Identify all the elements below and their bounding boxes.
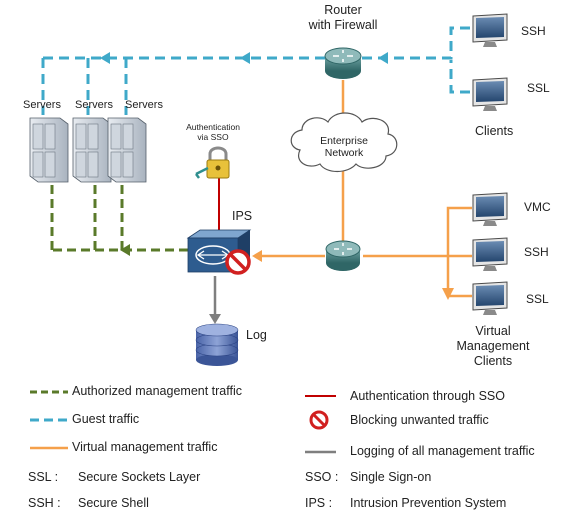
vm-ssh-label: SSH: [524, 245, 549, 259]
router-icon: [325, 240, 361, 271]
abbreviation-key: SSO :: [305, 470, 339, 484]
server-icon: [72, 117, 112, 183]
monitor-icons: [472, 13, 508, 315]
abbreviation-ssl: SSL : Secure Sockets Layer: [28, 470, 258, 486]
abbreviation-ips: IPS : Intrusion Prevention System: [305, 496, 560, 512]
abbreviation-key: SSL :: [28, 470, 59, 484]
cloud-icon: [290, 112, 398, 173]
clients-label: Clients: [475, 124, 514, 138]
abbreviation-ssh: SSH : Secure Shell: [28, 496, 258, 512]
server-icons: [29, 117, 147, 183]
legend-virtual-text: Virtual management traffic: [72, 440, 218, 454]
legend-guest-text: Guest traffic: [72, 412, 140, 426]
abbreviation-key: SSH :: [28, 496, 61, 510]
authorized-arrowhead: [120, 244, 130, 256]
abbreviation-value: Secure Sockets Layer: [78, 470, 201, 484]
legend-authorized-text: Authorized management traffic: [72, 384, 243, 398]
monitor-icon: [472, 237, 508, 271]
abbreviation-value: Single Sign-on: [350, 470, 432, 484]
server-label: Servers: [125, 99, 163, 111]
server-label: Servers: [75, 99, 113, 111]
enterprise-network-label: Enterprise Network: [320, 135, 368, 159]
authorized-traffic-lines: [50, 185, 188, 252]
block-icon: [225, 249, 251, 275]
database-icon: [195, 323, 239, 366]
server-icon: [107, 117, 147, 183]
logging-arrowhead: [209, 314, 221, 324]
ips-label: IPS: [232, 209, 253, 223]
legend-block-icon: [309, 410, 329, 430]
abbreviation-sso: SSO : Single Sign-on: [305, 470, 555, 486]
abbreviation-value: Secure Shell: [78, 496, 149, 510]
lock-icon: [195, 146, 230, 179]
monitor-icon: [472, 77, 508, 111]
vmc-label: VMC: [524, 200, 551, 214]
monitor-icon: [472, 281, 508, 315]
router-firewall-icon: [324, 47, 362, 79]
server-label: Servers: [23, 99, 61, 111]
guest-line-ssh: [350, 26, 470, 60]
legend-logging-text: Logging of all management traffic: [350, 444, 535, 458]
monitor-icon: [472, 192, 508, 226]
router-label: Router with Firewall: [308, 3, 378, 32]
client-ssl-label: SSL: [527, 81, 550, 95]
virtual-arrowheads: [252, 250, 454, 300]
legend-auth-text: Authentication through SSO: [350, 389, 505, 403]
legend-symbols: [30, 390, 336, 454]
log-label: Log: [246, 328, 267, 342]
legend-block-text: Blocking unwanted traffic: [350, 413, 489, 427]
vm-ssl-label: SSL: [526, 292, 549, 306]
monitor-icon: [472, 13, 508, 47]
virtual-traffic-lines: [255, 80, 472, 298]
abbreviation-value: Intrusion Prevention System: [350, 496, 507, 510]
guest-arrowheads: [100, 52, 388, 64]
guest-traffic-lines: [41, 26, 470, 115]
virtual-line-clients: [363, 206, 472, 298]
abbreviation-key: IPS :: [305, 496, 333, 510]
client-ssh-label: SSH: [521, 24, 546, 38]
server-icon: [29, 117, 69, 183]
guest-line-ssl: [449, 60, 470, 94]
auth-sso-label: Authentication via SSO: [186, 122, 240, 142]
virtual-management-clients-label: Virtual Management Clients: [456, 324, 530, 368]
